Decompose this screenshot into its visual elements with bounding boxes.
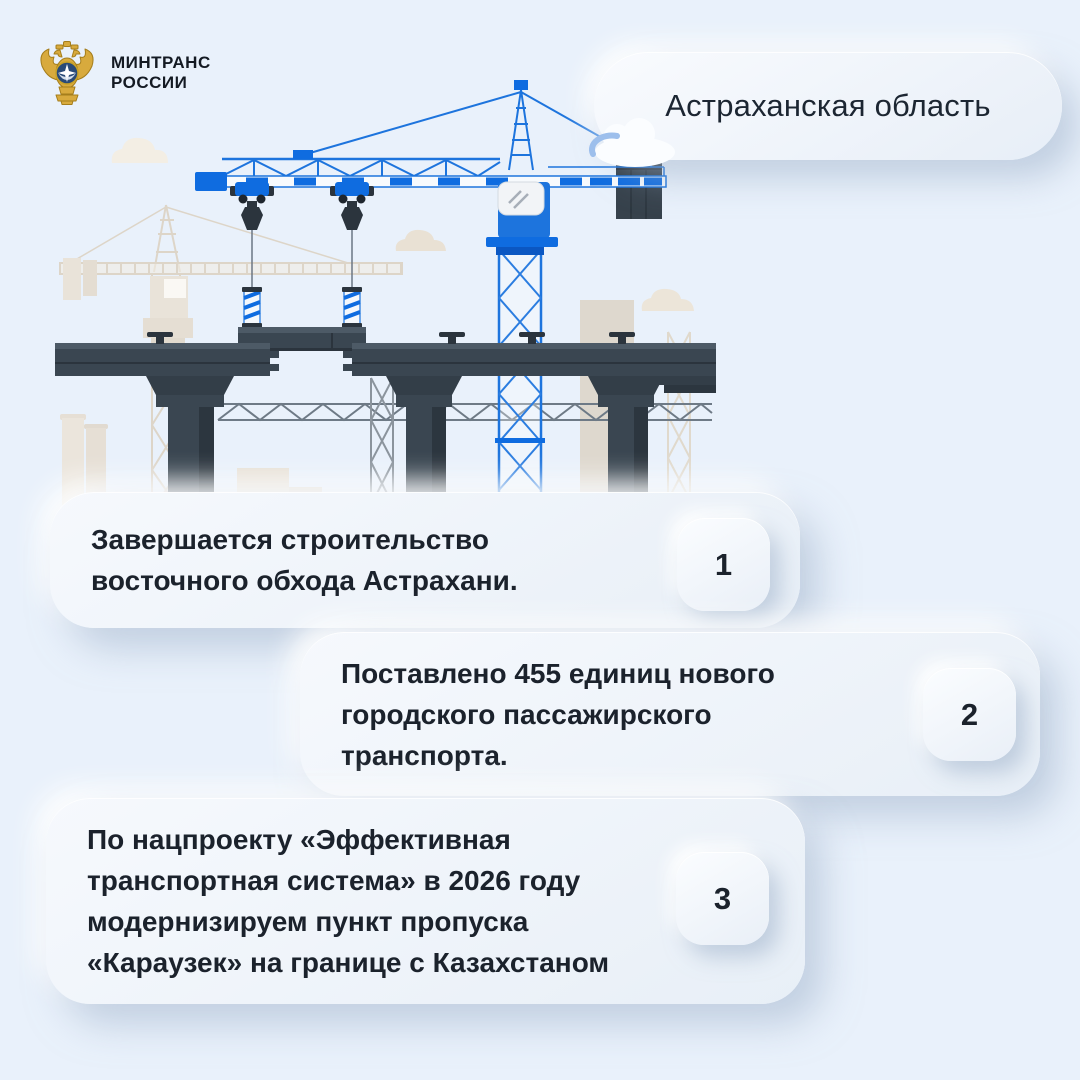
lifted-bridge-segment bbox=[238, 327, 366, 351]
info-card-3: По нацпроекту «Эффективная транспортная … bbox=[46, 798, 805, 1004]
bridge-decks-and-piers bbox=[55, 332, 716, 492]
hoist-trolley bbox=[330, 182, 374, 328]
crane-counterweight bbox=[616, 163, 662, 219]
info-card-1-text: Завершается строительство восточного обх… bbox=[91, 524, 518, 596]
eagle-emblem-icon bbox=[40, 41, 94, 105]
crane-cab bbox=[486, 181, 558, 255]
ministry-logo: МИНТРАНС РОССИИ bbox=[34, 40, 211, 106]
faded-tower-crane bbox=[59, 204, 403, 511]
info-card-1: Завершается строительство восточного обх… bbox=[50, 492, 800, 628]
faded-lattice-tower bbox=[667, 331, 691, 501]
ministry-name: МИНТРАНС РОССИИ bbox=[111, 53, 211, 92]
info-card-2-number: 2 bbox=[923, 668, 1016, 761]
jib-segments bbox=[246, 177, 662, 186]
region-name: Астраханская область bbox=[665, 88, 991, 123]
gray-truss bbox=[217, 377, 713, 508]
background-faded-layer bbox=[59, 137, 694, 514]
info-card-3-text: По нацпроекту «Эффективная транспортная … bbox=[87, 824, 610, 978]
info-card-2-text: Поставлено 455 единиц нового городского … bbox=[341, 657, 775, 771]
hoists-and-segment bbox=[230, 182, 374, 351]
info-card-3-number: 3 bbox=[676, 852, 769, 945]
info-card-2: Поставлено 455 единиц нового городского … bbox=[300, 632, 1040, 796]
tower-crane-mast bbox=[495, 249, 545, 492]
region-badge: Астраханская область bbox=[594, 52, 1062, 160]
hoist-trolley bbox=[230, 182, 274, 328]
info-card-1-number: 1 bbox=[677, 518, 770, 611]
